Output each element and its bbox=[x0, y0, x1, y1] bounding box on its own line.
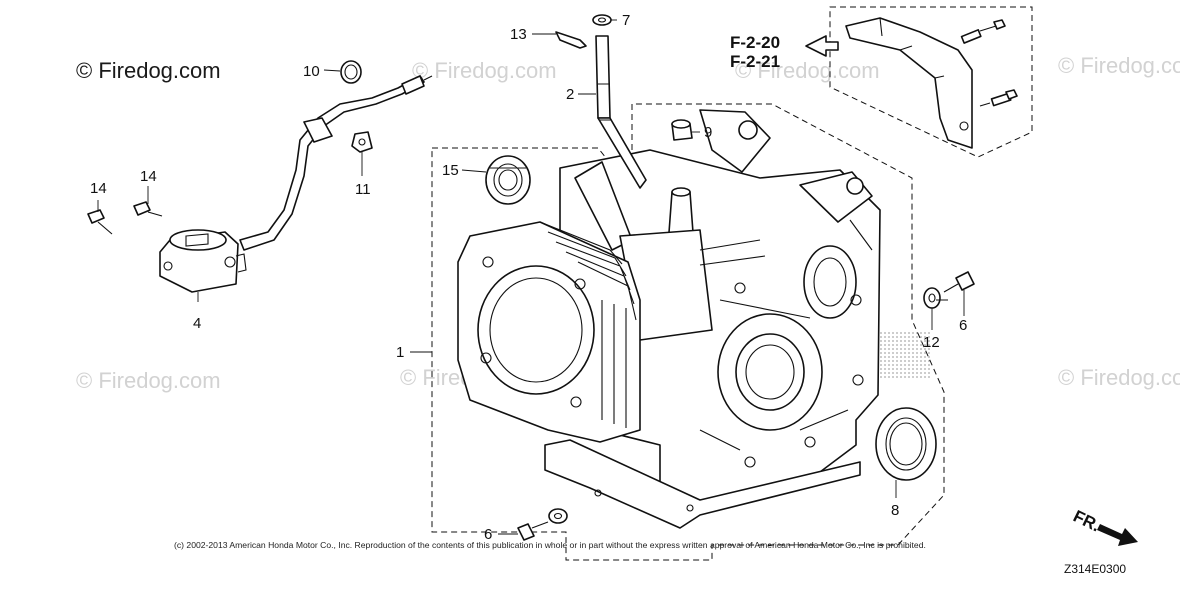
cylinder-block bbox=[457, 109, 881, 529]
callout-labels: 1 2 4 6 6 7 8 9 10 11 12 13 14 14 15 bbox=[90, 12, 967, 543]
callout-8: 8 bbox=[891, 502, 899, 519]
callout-11: 11 bbox=[355, 181, 371, 198]
callout-4: 4 bbox=[193, 315, 201, 332]
callout-14: 14 bbox=[90, 180, 107, 197]
part-11-grommet bbox=[351, 131, 373, 153]
part-15-bearing bbox=[485, 155, 531, 205]
callout-7: 7 bbox=[622, 12, 630, 29]
bracket-bolt bbox=[960, 19, 1006, 44]
reference-line-1: F-2-20 bbox=[730, 33, 780, 52]
watermark: © Firedog.com bbox=[735, 58, 880, 83]
part-6-bolt bbox=[517, 521, 549, 541]
callout-12: 12 bbox=[923, 334, 940, 351]
callout-9: 9 bbox=[704, 124, 712, 141]
part-12-washer bbox=[923, 287, 941, 309]
callout-13: 13 bbox=[510, 26, 527, 43]
part-11-grommet-hole bbox=[358, 138, 366, 146]
reference-line-2: F-2-21 bbox=[730, 52, 780, 71]
part-7-washer bbox=[592, 14, 612, 26]
part-10-o-ring bbox=[340, 60, 362, 84]
arrow-left-outline-icon bbox=[805, 35, 839, 57]
part-8-oil-seal bbox=[875, 407, 937, 481]
part-6-washer-hole bbox=[553, 512, 563, 520]
callout-6: 6 bbox=[484, 526, 492, 543]
brand-text: © Firedog.com bbox=[76, 58, 221, 83]
bracket-bolt bbox=[979, 89, 1018, 107]
part-4-wire-grommet bbox=[303, 117, 333, 143]
part-12-washer-hole bbox=[928, 293, 936, 303]
part-13-clip bbox=[555, 31, 587, 49]
callout-1: 1 bbox=[396, 344, 404, 361]
callout-2: 2 bbox=[566, 86, 574, 103]
leader-lines bbox=[97, 19, 965, 535]
part-14-bolt bbox=[87, 209, 113, 235]
part-4-oil-switch bbox=[159, 229, 247, 293]
part-9-cap-top bbox=[671, 119, 691, 129]
arrow-down-right-icon bbox=[1097, 524, 1138, 546]
assembly-boundary bbox=[431, 103, 945, 561]
callout-15: 15 bbox=[442, 162, 459, 179]
callout-10: 10 bbox=[303, 63, 320, 80]
part-4-wire-connector bbox=[401, 75, 425, 95]
part-6-washer bbox=[548, 508, 568, 524]
bracket-reference-box bbox=[829, 6, 1033, 158]
diagram-code: Z314E0300 bbox=[1064, 562, 1126, 576]
part-7-washer-hole bbox=[597, 17, 607, 23]
part-4-wire-tip bbox=[423, 75, 433, 81]
watermark: © Firedog.com bbox=[1058, 53, 1180, 78]
watermark: © Firedog.com bbox=[412, 58, 557, 83]
part-14-bolt bbox=[133, 201, 163, 217]
part-2-tube bbox=[595, 35, 647, 189]
watermark: © Firedog.com bbox=[76, 368, 221, 393]
direction-label: FR. bbox=[1070, 507, 1103, 536]
watermark: © Firedog.com bbox=[1058, 365, 1180, 390]
part-4-wire bbox=[239, 75, 425, 251]
callout-6: 6 bbox=[959, 317, 967, 334]
copyright-notice: (c) 2002-2013 American Honda Motor Co., … bbox=[174, 540, 926, 550]
reference-label: F-2-20 F-2-21 bbox=[730, 33, 839, 71]
part-10-o-ring-inner bbox=[344, 64, 358, 80]
callout-14: 14 bbox=[140, 168, 157, 185]
front-direction: FR. bbox=[1070, 507, 1138, 546]
part-6-bolt bbox=[943, 271, 975, 293]
